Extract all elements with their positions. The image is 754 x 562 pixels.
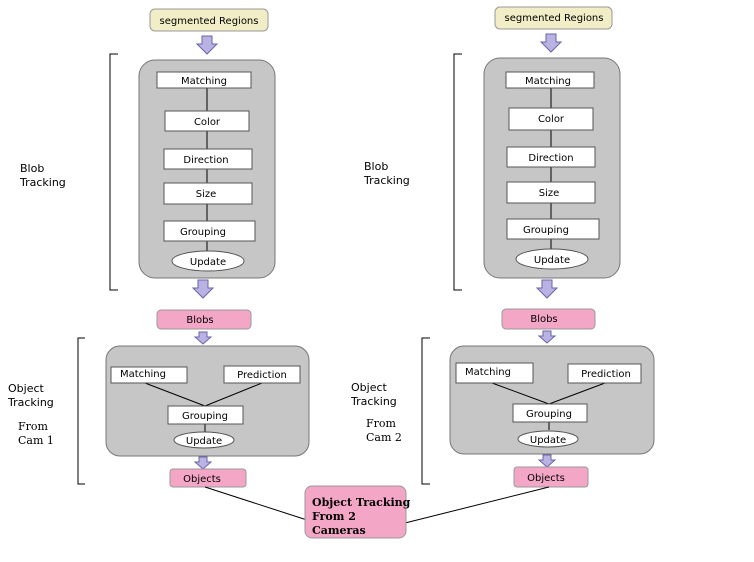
- left-blob-step-matching: [156, 71, 252, 89]
- final-label-line2: From 2: [312, 510, 356, 523]
- left-obj-prediction: [223, 365, 301, 384]
- final-object-tracking-box: [304, 485, 407, 539]
- left-blob-step-direction: [163, 148, 253, 170]
- right-blob-step-color-label: Color: [538, 114, 565, 125]
- final-label-line1: Object Tracking: [312, 496, 411, 509]
- left-blob-step-matching-label: Matching: [181, 76, 227, 87]
- right-arrow-4: [538, 454, 556, 468]
- right-blobs-label: Blobs: [530, 314, 557, 325]
- left-obj-update-label: Update: [186, 436, 222, 447]
- right-object-bracket: [421, 337, 430, 485]
- left-blob-step-grouping: [163, 220, 256, 242]
- right-arrow-1: [540, 33, 562, 53]
- right-blob-bracket: [453, 53, 462, 291]
- left-arrow-2: [192, 279, 214, 299]
- left-blob-bracket: [109, 53, 118, 291]
- left-object-label-line2: Tracking: [7, 396, 54, 409]
- right-objects-box: [513, 466, 589, 488]
- right-blob-step-grouping-label: Grouping: [523, 225, 569, 236]
- right-blob-step-matching: [505, 71, 595, 89]
- left-obj-matching-label: Matching: [120, 369, 166, 380]
- right-objects-label: Objects: [527, 473, 565, 484]
- right-blob-tracking-panel: [483, 57, 621, 279]
- left-object-label-line1: Object: [8, 382, 45, 395]
- right-blob-step-direction: [506, 146, 596, 168]
- right-obj-update: [517, 430, 579, 448]
- left-segmented-regions-box: [149, 8, 269, 32]
- right-obj-grouping-label: Grouping: [526, 409, 572, 420]
- right-blob-step-grouping: [506, 218, 600, 240]
- left-blob-label-line1: Blob: [20, 162, 44, 175]
- right-arrow-2: [536, 279, 558, 299]
- right-obj-prediction-label: Prediction: [581, 369, 631, 380]
- right-arrow-3: [538, 330, 556, 344]
- right-obj-matching: [455, 362, 534, 384]
- left-blob-step-color-label: Color: [194, 117, 221, 128]
- left-objects-label: Objects: [183, 474, 221, 485]
- right-blob-step-direction-label: Direction: [528, 153, 573, 164]
- left-obj-matching: [110, 366, 188, 384]
- left-arrow-3: [194, 331, 212, 345]
- right-blob-label-line1: Blob: [364, 160, 388, 173]
- right-object-label-line1: Object: [351, 381, 388, 394]
- left-objects-box: [169, 468, 247, 488]
- right-blob-step-size: [506, 181, 596, 204]
- right-object-label-line2: Tracking: [350, 395, 397, 408]
- left-obj-prediction-label: Prediction: [237, 370, 287, 381]
- left-blob-update: [171, 250, 245, 272]
- left-segmented-regions-label: segmented Regions: [160, 16, 259, 27]
- left-blob-update-label: Update: [190, 257, 226, 268]
- right-to-final-line: [404, 486, 550, 524]
- right-blob-update: [515, 248, 589, 270]
- left-blob-step-direction-label: Direction: [183, 155, 228, 166]
- right-object-label-line4: Cam 2: [366, 431, 402, 444]
- left-blobs-label: Blobs: [186, 315, 213, 326]
- right-blob-step-size-label: Size: [539, 188, 560, 199]
- right-obj-matching-label: Matching: [465, 367, 511, 378]
- left-arrow-4: [194, 456, 212, 470]
- left-obj-grouping: [167, 405, 244, 425]
- right-obj-prediction: [567, 363, 642, 384]
- left-blob-step-color: [164, 110, 250, 132]
- left-to-final-line: [204, 486, 308, 521]
- left-blob-step-grouping-label: Grouping: [180, 227, 226, 238]
- left-blob-step-size-label: Size: [196, 189, 217, 200]
- right-segmented-regions-box: [494, 6, 613, 30]
- left-obj-grouping-label: Grouping: [182, 411, 228, 422]
- left-blobs-box: [156, 309, 252, 330]
- left-object-label-line4: Cam 1: [18, 434, 54, 447]
- right-blob-step-color: [508, 107, 594, 131]
- right-obj-update-label: Update: [530, 435, 566, 446]
- right-blobs-box: [501, 308, 596, 330]
- left-object-bracket: [77, 337, 85, 485]
- left-blob-step-size: [163, 182, 253, 205]
- right-object-label-line3: From: [366, 417, 397, 430]
- right-segmented-regions-label: segmented Regions: [505, 13, 604, 24]
- right-blob-step-matching-label: Matching: [525, 76, 571, 87]
- right-blob-update-label: Update: [534, 255, 570, 266]
- right-obj-grouping: [512, 403, 588, 423]
- left-column: segmented Regions Blob Tracking Matching…: [7, 8, 310, 488]
- left-arrow-1: [196, 35, 218, 55]
- final-label-line3: Cameras: [312, 524, 366, 537]
- right-blob-label-line2: Tracking: [363, 174, 410, 187]
- right-column: segmented Regions Blob Tracking Matching…: [350, 6, 655, 488]
- left-obj-update: [173, 431, 235, 449]
- left-object-label-line3: From: [18, 420, 49, 433]
- left-blob-label-line2: Tracking: [19, 176, 66, 189]
